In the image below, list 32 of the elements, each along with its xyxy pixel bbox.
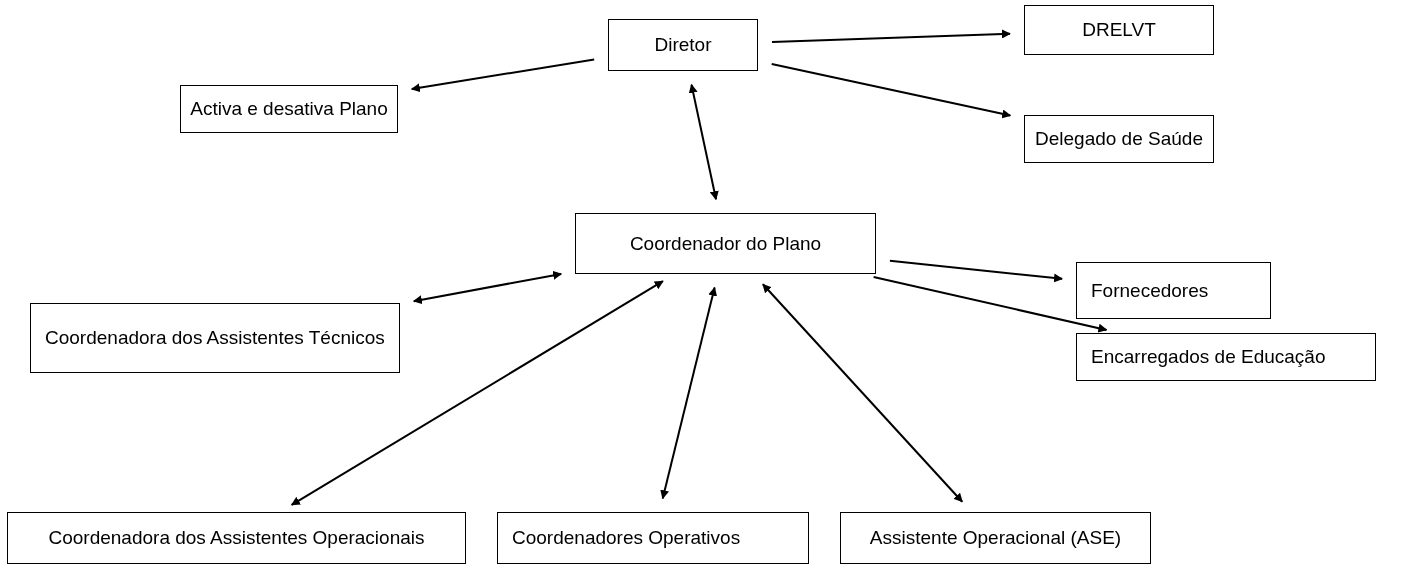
process-box	[840, 512, 1151, 564]
arrow	[688, 83, 719, 201]
node-label: Coordenadores Operativos	[512, 527, 741, 549]
arrow	[771, 29, 1011, 43]
process-box	[497, 512, 809, 564]
node-label: Fornecedores	[1091, 279, 1209, 302]
arrow	[761, 283, 964, 503]
process-box	[575, 213, 876, 274]
process-box	[180, 85, 398, 133]
node-label: Delegado de Saúde	[1035, 128, 1203, 150]
node-label: DRELVT	[1082, 19, 1156, 41]
node-label: Activa e desativa Plano	[190, 98, 388, 120]
process-box	[7, 512, 466, 564]
process-box	[1024, 115, 1214, 163]
arrow	[412, 270, 563, 305]
arrow	[770, 63, 1012, 119]
node-label: Assistente Operacional (ASE)	[869, 527, 1122, 549]
arrow	[660, 286, 718, 500]
process-box	[1076, 262, 1271, 319]
node-label: Coordenadora dos Assistentes Técnicos	[45, 327, 385, 349]
arrow	[290, 280, 664, 506]
process-box	[1024, 5, 1214, 55]
arrow	[872, 276, 1108, 333]
node-label: Encarregados de Educação	[1091, 346, 1326, 368]
node-label: Coordenadora dos Assistentes Operacionais	[48, 527, 425, 549]
arrow	[888, 259, 1064, 283]
process-box	[608, 19, 758, 71]
process-box	[1076, 333, 1376, 381]
arrow	[410, 58, 596, 93]
process-box	[30, 303, 400, 373]
node-label: Diretor	[654, 34, 712, 56]
node-label: Coordenador do Plano	[629, 232, 822, 255]
